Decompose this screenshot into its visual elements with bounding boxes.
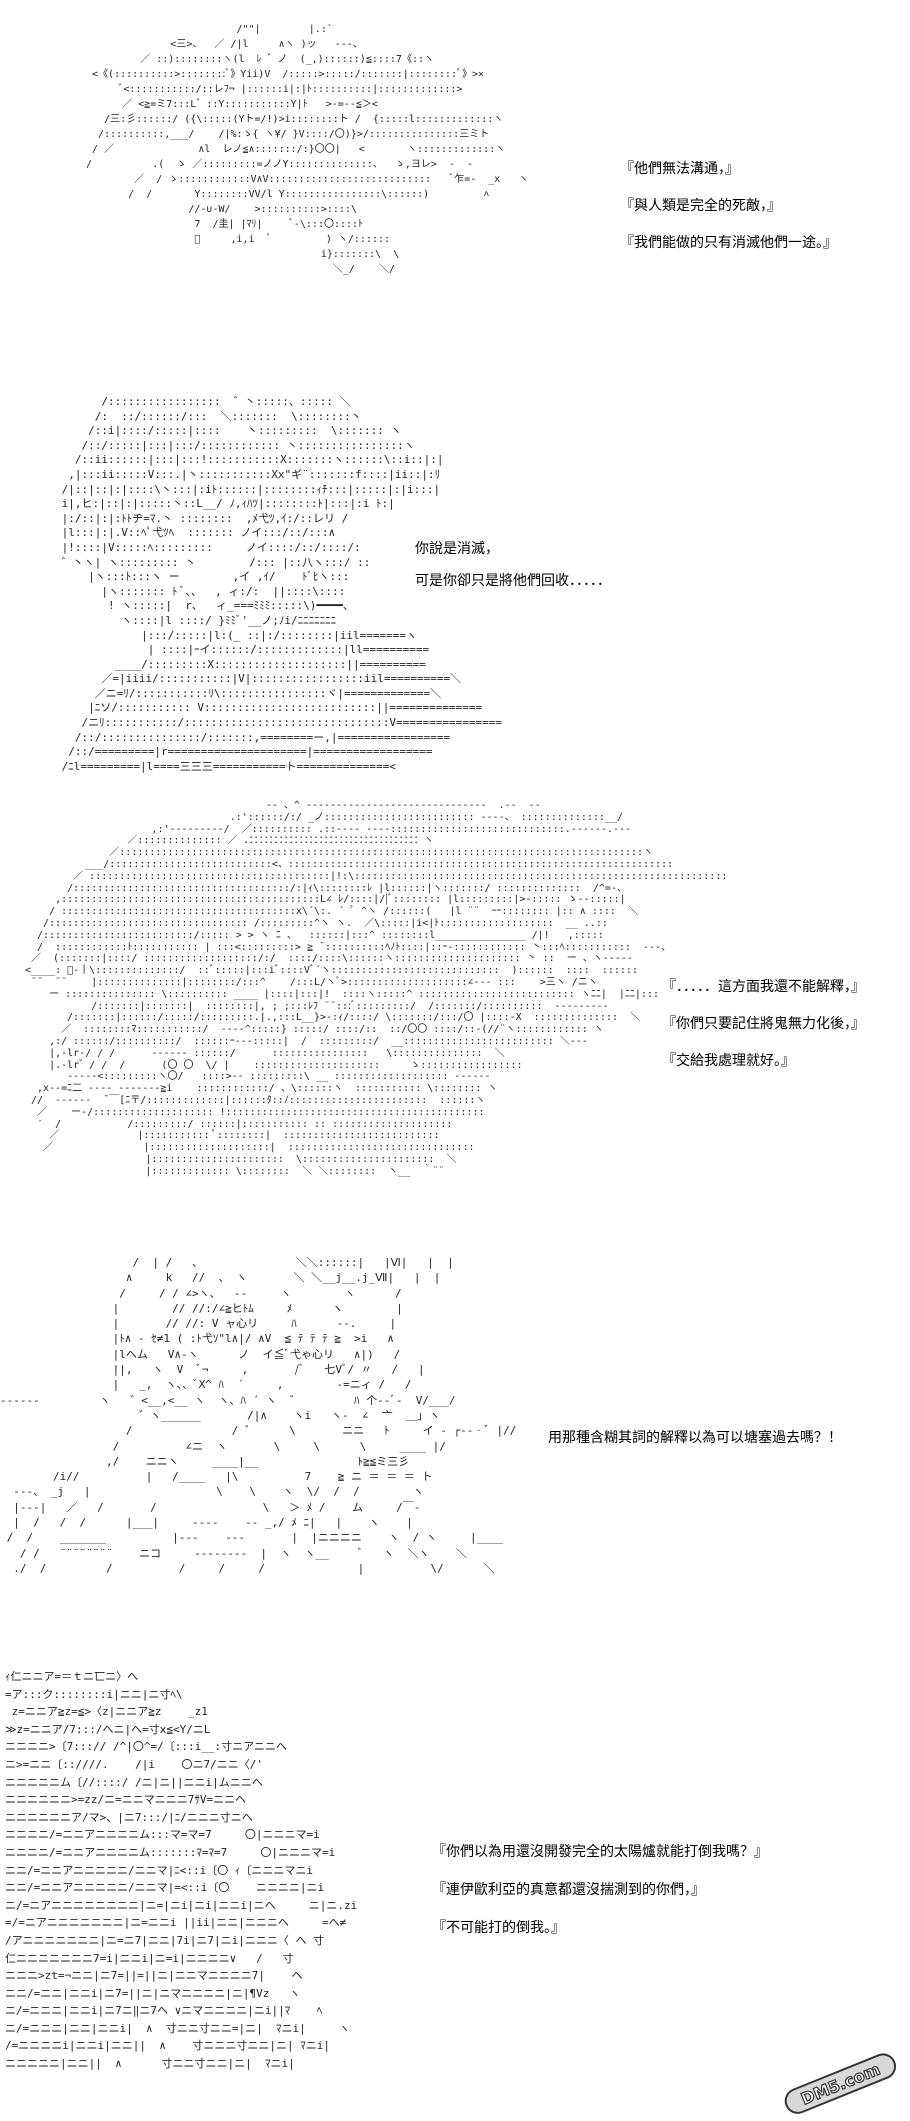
dialogue-line: 『我們能做的只有消滅他們一途。』 bbox=[620, 235, 837, 251]
panel-3: -‐ 、^ ‐‐‐‐‐‐‐‐‐‐‐‐‐‐‐‐‐‐‐‐‐‐‐‐‐‐‐‐-‐ .‐‐… bbox=[0, 800, 910, 1200]
dialogue-line: 『連伊歐利亞的真意都還沒揣測到的你們，』 bbox=[432, 1882, 705, 1898]
ascii-art-pilot: /::::::::::::::::: ゛丶:::::、::::: ＼ /: ::… bbox=[61, 395, 502, 773]
dialogue-box-5: 『你們以為用還沒開發完全的太陽爐就能打倒我嗎？』 『連伊歐利亞的真意都還沒揣測到… bbox=[432, 1843, 768, 1957]
dialogue-line: 『不可能打的倒我。』 bbox=[432, 1920, 565, 1936]
dialogue-line: 『交給我處理就好。』 bbox=[662, 1053, 795, 1069]
ascii-art-monsters: /""| |.:` <三>、 ／ /|l ∧ヽ )ッ ‐‐-、 ／ ::):::… bbox=[86, 24, 529, 275]
dialogue-box-1: 『他們無法溝通，』 『與人類是完全的死敵，』 『我們能做的只有消滅他們一途。』 bbox=[620, 160, 837, 271]
panel-4: / | / 、 ＼＼::::::| |Ⅵ| | | ∧ k // 、 ヽ ＼ ＼… bbox=[0, 1255, 910, 1655]
dialogue-box-4: 用那種含糊其詞的解釋以為可以塘塞過去嗎？！ bbox=[548, 1429, 842, 1447]
dialogue-line: 『與人類是完全的死敵，』 bbox=[620, 198, 781, 214]
dialogue-line: 『你們只要記住將鬼無力化後，』 bbox=[662, 1016, 865, 1032]
dialogue-line: 『你們以為用還沒開發完全的太陽爐就能打倒我嗎？』 bbox=[432, 1844, 768, 1860]
dialogue-box-2: 你說是消滅， 可是你卻只是將他們回收．．．．． bbox=[415, 540, 611, 604]
dialogue-box-3: 『．．．．．這方面我還不能解釋，』 『你們只要記住將鬼無力化後，』 『交給我處理… bbox=[662, 978, 865, 1089]
ascii-art-masked-figure: -‐ 、^ ‐‐‐‐‐‐‐‐‐‐‐‐‐‐‐‐‐‐‐‐‐‐‐‐‐‐‐‐-‐ .‐‐… bbox=[25, 800, 728, 1177]
dialogue-line: 可是你卻只是將他們回收．．．．． bbox=[415, 573, 611, 589]
panel-5: ｨ仁ニニア=＝ｔニ匸ニ〉へ =ア:::ク::::::::i|ニニ|ニ寸ﾍ\ z=… bbox=[0, 1668, 910, 2086]
panel-2: /::::::::::::::::: ゛丶:::::、::::: ＼ /: ::… bbox=[0, 395, 910, 790]
dialogue-line: 『．．．．．這方面我還不能解釋，』 bbox=[662, 979, 865, 995]
ascii-art-mech-armor: ｨ仁ニニア=＝ｔニ匸ニ〉へ =ア:::ク::::::::i|ニニ|ニ寸ﾍ\ z=… bbox=[5, 1670, 358, 2071]
dialogue-line: 用那種含糊其詞的解釋以為可以塘塞過去嗎？！ bbox=[548, 1430, 842, 1446]
dialogue-line: 你說是消滅， bbox=[415, 541, 499, 557]
panel-1: /""| |.:` <三>、 ／ /|l ∧ヽ )ッ ‐‐-、 ／ ::):::… bbox=[0, 0, 910, 290]
ascii-art-angry-pilot: / | / 、 ＼＼::::::| |Ⅵ| | | ∧ k // 、 ヽ ＼ ＼… bbox=[0, 1256, 517, 1575]
dialogue-line: 『他們無法溝通，』 bbox=[620, 161, 739, 177]
